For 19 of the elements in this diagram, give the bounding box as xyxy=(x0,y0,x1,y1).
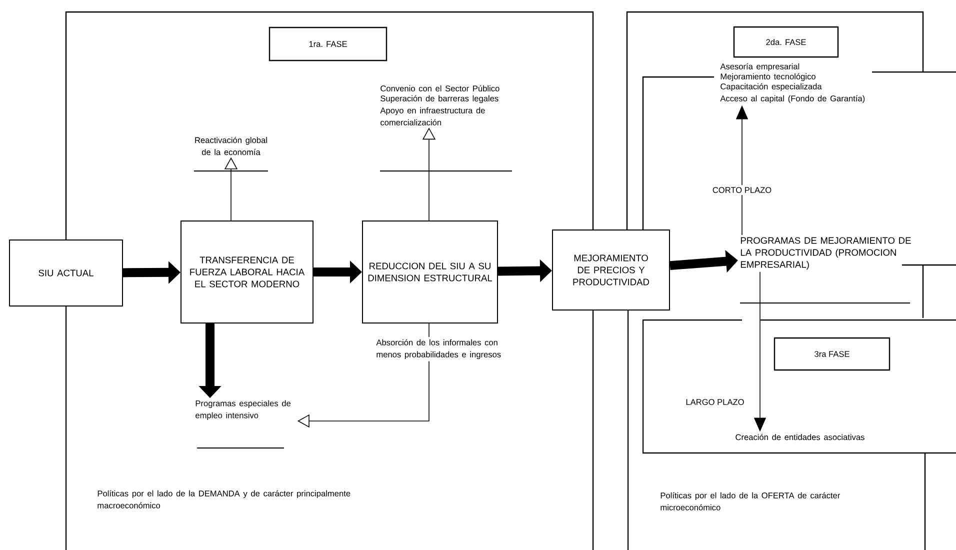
process-box: SIU ACTUAL xyxy=(9,240,123,306)
policy-text: Políticas por el lado de la DEMANDA y de carácter principalmente macroeconómico xyxy=(98,490,350,508)
edge-label: CORTO PLAZO xyxy=(710,185,774,195)
policy-text: Políticas por el lado de la OFERTA de carácter microeconómico xyxy=(660,492,840,510)
phase-box: 2da. FASE xyxy=(733,26,839,58)
process-box: REDUCCION DEL SIU A SU DIMENSION ESTRUCTURAL xyxy=(362,220,498,324)
note-text: Programas especiales de empleo intensivo xyxy=(196,400,291,420)
note-text: Reactivación global de la economía xyxy=(195,136,267,156)
edge-label: LARGO PLAZO xyxy=(684,397,746,407)
connector-line xyxy=(428,323,430,338)
note-text: Asesoría empresarial Mejoramiento tecnológico Capacitación especializada Acceso al capital (Fondo de Garantía) xyxy=(720,63,865,104)
note-text: Absorción de los informales con menos probabilidades e ingresos xyxy=(376,339,501,360)
note-text: Convenio con el Sector Público Superación de barreras legales Apoyo en infraestructura de comercialización xyxy=(380,85,500,126)
process-box: TRANSFERENCIA DE FUERZA LABORAL HACIA EL SECTOR MODERNO xyxy=(180,220,314,324)
note-text: Creación de entidades asociativas xyxy=(736,434,864,440)
process-box: MEJORAMIENTO DE PRECIOS Y PRODUCTIVIDAD xyxy=(552,230,670,310)
note-text: PROGRAMAS DE MEJORAMIENTO DE LA PRODUCTIVIDAD (PROMOCION EMPRESARIAL) xyxy=(740,237,911,270)
phase-box: 1ra. FASE xyxy=(268,26,388,62)
phase-box: 3ra FASE xyxy=(774,337,890,371)
